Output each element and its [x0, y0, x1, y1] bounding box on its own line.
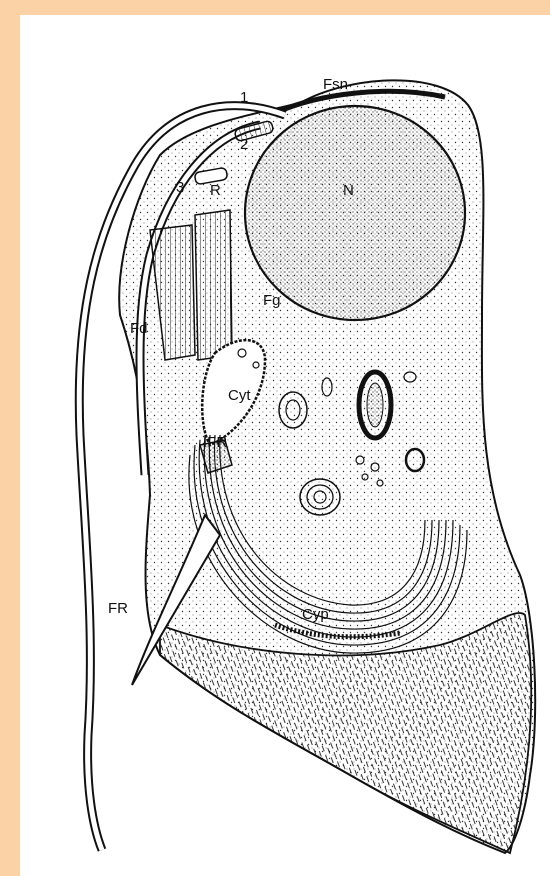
label-fr: FR	[108, 600, 128, 617]
label-ifr: IFR	[203, 434, 227, 451]
label-r: R	[210, 182, 221, 199]
label-flagellum-1: 1	[240, 89, 248, 106]
figure-panel: 1 2 3 Fsn R N Fg Fd Cyt IFR FR Cyp	[20, 15, 550, 876]
cell-diagram: 1 2 3 Fsn R N Fg Fd Cyt IFR FR Cyp	[20, 15, 550, 876]
label-flagellum-2: 2	[240, 136, 248, 153]
label-fsn: Fsn	[323, 76, 348, 93]
label-fd: Fd	[130, 320, 148, 337]
label-nucleus: N	[343, 182, 354, 199]
nucleus	[245, 106, 465, 320]
label-fg: Fg	[263, 292, 281, 309]
fiber-fg	[195, 210, 232, 360]
label-cyt: Cyt	[228, 387, 251, 404]
label-cyp: Cyp	[302, 606, 329, 623]
label-flagellum-3: 3	[176, 179, 184, 196]
